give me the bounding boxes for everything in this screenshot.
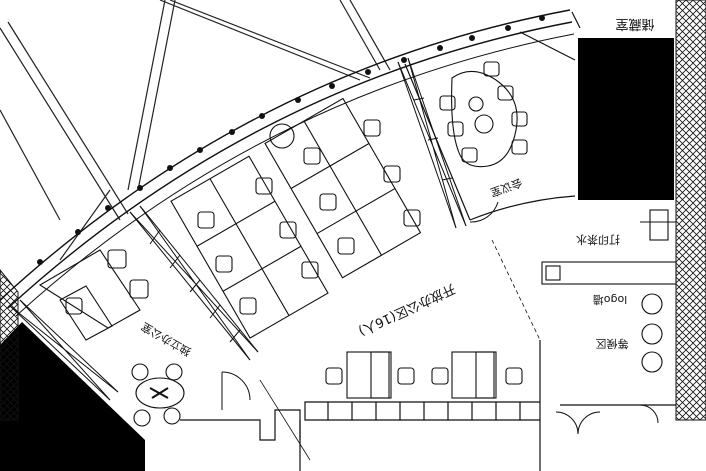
label-open-office: 开放办公区(16人) [356, 280, 457, 338]
print-station [541, 209, 677, 285]
label-logo-wall: logo墙 [593, 293, 628, 307]
label-waiting: 等候区 [596, 337, 629, 351]
structural-diagonals [0, 0, 391, 261]
hatched-wall-right [675, 0, 706, 421]
meeting-table-group [439, 61, 528, 168]
manager-office-furniture [38, 249, 185, 427]
dark-wall-right [578, 38, 674, 200]
facade-columns [37, 15, 545, 265]
dark-wall-left [0, 322, 145, 471]
entry-divider [259, 379, 311, 461]
open-office-desks [170, 97, 497, 399]
bottom-walls [180, 340, 676, 471]
meeting-room-walls [404, 11, 581, 221]
zone-divider [491, 239, 541, 341]
office-chairs [197, 119, 523, 385]
truss-partition-bottom-left [9, 299, 119, 401]
curved-facade [0, 9, 575, 317]
waiting-chairs [641, 293, 663, 373]
label-storage: 储藏室 [615, 16, 654, 32]
label-manager-office: 独立办公室 [139, 320, 194, 360]
label-print-water: 打印茶水 [576, 233, 620, 247]
truss-partition-left [129, 205, 259, 361]
hatched-wall-left [0, 269, 19, 421]
label-meeting: 会议室 [488, 176, 524, 200]
